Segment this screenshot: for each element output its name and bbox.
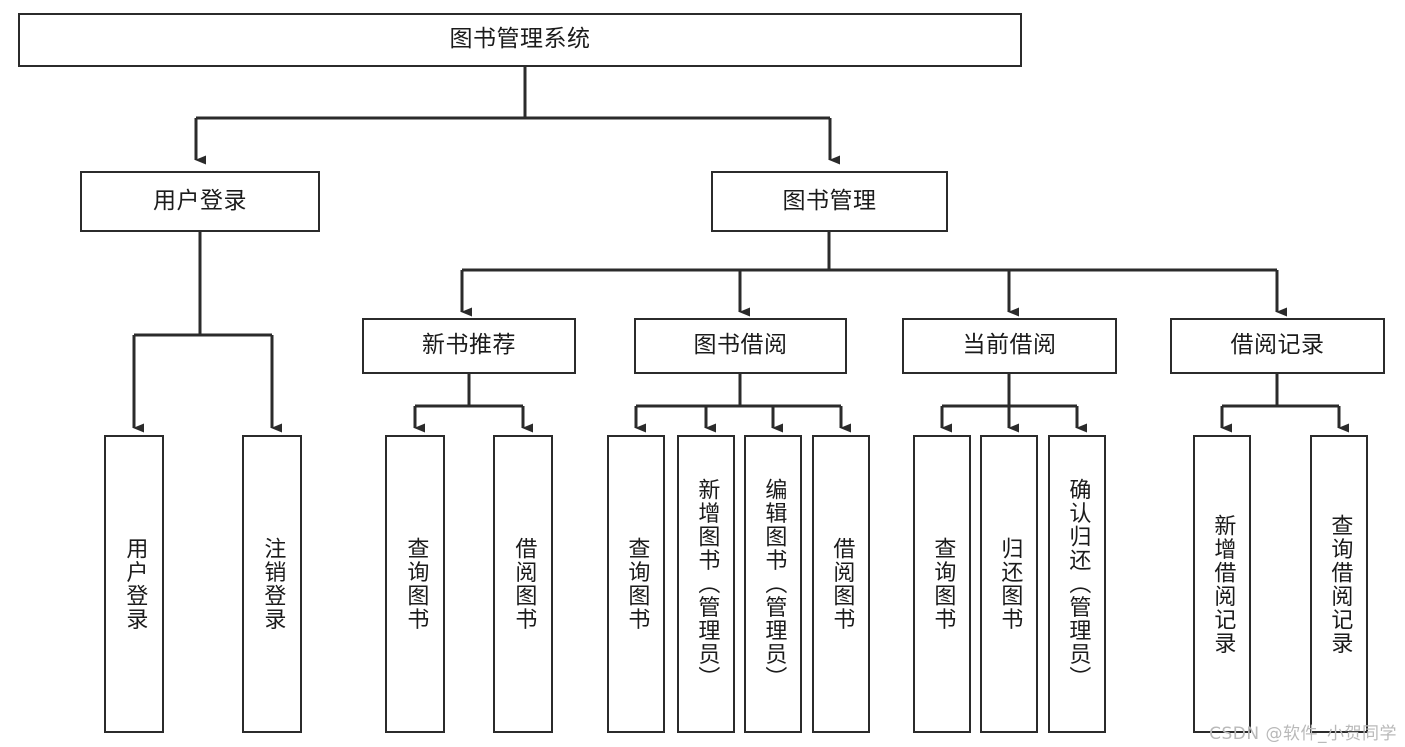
node-borrow-record-label: 借阅记录 — [1230, 332, 1325, 359]
watermark: CSDN @软件_小贺同学 — [1209, 724, 1397, 744]
leaf-new-book-0[interactable]: 查询图书 — [385, 435, 445, 733]
leaf-label: 查询图书 — [624, 537, 650, 631]
node-borrow-record[interactable]: 借阅记录 — [1170, 318, 1385, 374]
node-root-label: 图书管理系统 — [449, 26, 591, 53]
leaf-label: 注销登录 — [260, 537, 286, 631]
leaf-label: 用户登录 — [122, 537, 148, 631]
leaf-current-borrow-1[interactable]: 归还图书 — [980, 435, 1038, 733]
leaf-label: 新增图书（管理员） — [694, 478, 720, 690]
node-current-borrow-label: 当前借阅 — [962, 332, 1057, 359]
leaf-borrow-record-0[interactable]: 新增借阅记录 — [1193, 435, 1251, 733]
leaf-book-borrow-3[interactable]: 借阅图书 — [812, 435, 870, 733]
leaf-label: 归还图书 — [997, 537, 1023, 631]
leaf-label: 新增借阅记录 — [1210, 513, 1236, 655]
leaf-label: 查询图书 — [403, 537, 429, 631]
node-book-manage[interactable]: 图书管理 — [711, 171, 948, 232]
leaf-book-borrow-0[interactable]: 查询图书 — [607, 435, 665, 733]
node-new-book-label: 新书推荐 — [422, 332, 516, 359]
leaf-label: 借阅图书 — [511, 537, 537, 631]
leaf-new-book-1[interactable]: 借阅图书 — [493, 435, 553, 733]
leaf-label: 查询图书 — [930, 537, 956, 631]
node-book-borrow[interactable]: 图书借阅 — [634, 318, 847, 374]
node-book-borrow-label: 图书借阅 — [693, 332, 788, 359]
leaf-label: 查询借阅记录 — [1327, 513, 1353, 655]
leaf-book-borrow-2[interactable]: 编辑图书（管理员） — [744, 435, 802, 733]
leaf-label: 确认归还（管理员） — [1065, 478, 1091, 690]
node-root[interactable]: 图书管理系统 — [18, 13, 1022, 67]
leaf-label: 借阅图书 — [829, 537, 855, 631]
node-current-borrow[interactable]: 当前借阅 — [902, 318, 1117, 374]
leaf-current-borrow-2[interactable]: 确认归还（管理员） — [1048, 435, 1106, 733]
leaf-user-login-0[interactable]: 用户登录 — [104, 435, 164, 733]
leaf-user-login-1[interactable]: 注销登录 — [242, 435, 302, 733]
leaf-borrow-record-1[interactable]: 查询借阅记录 — [1310, 435, 1368, 733]
node-user-login-label: 用户登录 — [153, 187, 247, 214]
node-book-manage-label: 图书管理 — [782, 187, 877, 214]
leaf-current-borrow-0[interactable]: 查询图书 — [913, 435, 971, 733]
leaf-book-borrow-1[interactable]: 新增图书（管理员） — [677, 435, 735, 733]
leaf-label: 编辑图书（管理员） — [761, 478, 787, 690]
node-new-book[interactable]: 新书推荐 — [362, 318, 576, 374]
node-user-login[interactable]: 用户登录 — [80, 171, 320, 232]
